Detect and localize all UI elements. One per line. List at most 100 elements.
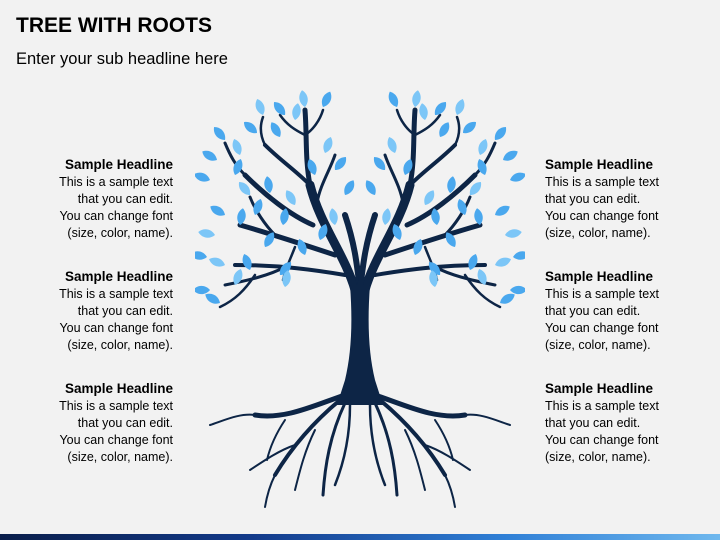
leaf — [429, 270, 438, 287]
leaf — [494, 126, 507, 141]
leaf — [280, 208, 289, 225]
tree-root — [444, 474, 456, 508]
leaf — [419, 103, 428, 120]
leaf — [202, 150, 217, 161]
tree-root — [249, 444, 296, 471]
text-block-right-3: Sample Headline This is a sample text th… — [545, 380, 695, 466]
leaf — [242, 254, 252, 270]
leaf — [468, 254, 478, 270]
tree-branch — [383, 153, 405, 205]
tree-root — [321, 401, 347, 497]
leaf — [392, 224, 402, 240]
leaf — [233, 269, 243, 285]
leaf — [233, 159, 243, 175]
leaf — [431, 208, 440, 225]
leaf — [510, 172, 525, 182]
leaf — [285, 190, 296, 205]
block-headline: Sample Headline — [545, 157, 654, 172]
tree-branch — [453, 115, 461, 147]
leaf — [238, 181, 251, 196]
tree-branch — [413, 113, 442, 137]
tree-root — [372, 392, 468, 419]
leaf — [255, 99, 265, 115]
leaf — [373, 156, 386, 171]
leaf — [213, 126, 226, 141]
page-title: TREE WITH ROOTS — [16, 14, 212, 37]
leaf — [279, 261, 292, 276]
leaf — [307, 159, 317, 175]
text-block-left-3: Sample Headline This is a sample text th… — [23, 380, 173, 466]
tree-branch — [218, 273, 257, 309]
leaf — [462, 121, 477, 134]
tree-branch — [248, 195, 277, 237]
tree-root — [378, 398, 447, 477]
block-text: This is a sample text that you can edit.… — [545, 287, 659, 352]
leaf — [478, 139, 488, 155]
tree-root — [294, 429, 316, 491]
tree-root — [368, 403, 387, 487]
leaf — [264, 232, 275, 247]
tree-trunk — [337, 285, 383, 405]
leaf — [447, 176, 456, 193]
text-block-left-2: Sample Headline This is a sample text th… — [23, 268, 173, 354]
tree-branch — [382, 222, 483, 258]
leaf — [344, 180, 355, 195]
block-headline: Sample Headline — [64, 157, 173, 172]
tree-root — [264, 474, 276, 508]
leaf — [299, 90, 308, 107]
leaf — [243, 121, 258, 134]
tree-branch — [360, 180, 415, 295]
tree-root — [434, 419, 454, 461]
block-headline: Sample Headline — [545, 269, 654, 284]
tree-root — [273, 398, 342, 477]
leaf — [495, 205, 510, 216]
tree-branch — [408, 143, 457, 187]
bottom-accent-bar — [0, 534, 720, 540]
leaf — [321, 91, 332, 107]
tree-branch — [223, 141, 247, 177]
leaf — [334, 156, 347, 171]
leaf — [403, 159, 413, 175]
leaf — [469, 181, 482, 196]
tree-branch — [404, 172, 478, 228]
text-block-left-1: Sample Headline This is a sample text th… — [23, 156, 173, 242]
leaf — [264, 176, 273, 193]
leaf — [477, 159, 487, 175]
leaf — [237, 208, 246, 225]
tree-branch — [259, 115, 267, 147]
tree-branch — [473, 141, 497, 177]
leaf — [318, 224, 328, 240]
leaf — [365, 180, 376, 195]
leaf — [477, 269, 487, 285]
tree-branch — [242, 172, 316, 228]
tree-branch — [357, 212, 378, 293]
block-text: This is a sample text that you can edit.… — [59, 399, 173, 464]
tree-branch — [407, 107, 418, 188]
leaf — [292, 103, 301, 120]
tree-root — [333, 403, 352, 487]
leaf — [445, 232, 456, 247]
leaf — [439, 122, 450, 137]
block-text: This is a sample text that you can edit.… — [59, 175, 173, 240]
tree-branch — [263, 143, 312, 187]
block-text: This is a sample text that you can edit.… — [545, 175, 659, 240]
leaf — [495, 257, 511, 267]
block-text: This is a sample text that you can edit.… — [59, 287, 173, 352]
tree-illustration — [195, 90, 525, 508]
tree-branch — [305, 180, 360, 295]
leaf — [500, 293, 515, 304]
leaf — [270, 122, 281, 137]
leaf — [474, 208, 483, 225]
tree-root — [404, 429, 426, 491]
block-headline: Sample Headline — [64, 269, 173, 284]
text-block-right-2: Sample Headline This is a sample text th… — [545, 268, 695, 354]
block-headline: Sample Headline — [64, 381, 173, 396]
leaf — [297, 239, 307, 255]
tree-root — [252, 392, 348, 419]
tree-root — [373, 401, 399, 497]
leaf — [413, 239, 423, 255]
leaf — [195, 172, 210, 182]
tree-branch — [315, 153, 337, 205]
tree-branch — [463, 273, 502, 309]
leaf — [434, 101, 447, 116]
